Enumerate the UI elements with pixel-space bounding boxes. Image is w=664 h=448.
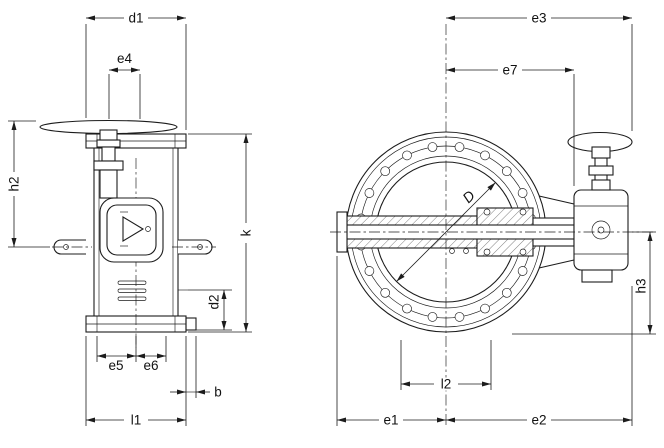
dim-label-e5: e5 [108,358,123,373]
dim-l1: l1 [85,336,187,428]
dim-e5: e5 [96,336,137,373]
stem-assembly [93,139,124,199]
dim-e7: e7 [446,63,575,186]
dim-d1: d1 [85,11,187,130]
dim-label-d1: d1 [128,11,143,26]
dim-label-h3: h3 [634,278,649,293]
handwheel-side [39,119,178,141]
gearbox-position-indicator [99,197,164,263]
dim-d2: d2 [188,289,232,331]
dim-l2: l2 [400,340,492,392]
valve-body [85,133,197,333]
dims-left: d1 e4 h2 k [7,11,254,428]
dim-label-D: D [460,188,479,207]
handwheel-front [567,131,633,191]
dim-label-e1: e1 [383,413,398,428]
dim-label-e6: e6 [143,358,158,373]
dim-label-b: b [214,385,222,400]
mounting-bracket [538,195,575,269]
dim-label-l2: l2 [441,377,452,392]
dim-e3: e3 [446,11,633,131]
dim-e4: e4 [108,51,141,119]
dim-label-e3: e3 [531,11,546,26]
dim-label-e7: e7 [502,63,517,78]
right-view [330,24,656,426]
dim-label-d2: d2 [207,294,222,309]
dim-label-e4: e4 [117,51,133,66]
dim-label-h2: h2 [7,176,22,191]
dim-h2: h2 [7,120,50,248]
gear-actuator [573,189,629,283]
dim-label-k: k [239,229,254,236]
dim-e6: e6 [136,336,167,373]
dim-b: b [170,336,222,400]
body-slots [117,280,147,301]
left-view [39,119,216,348]
dim-e1: e1 [336,256,446,428]
disc-indicator-triangle [122,216,145,242]
shaft-lugs [52,239,216,255]
dim-k: k [188,133,254,333]
dim-label-l1: l1 [131,413,142,428]
dim-label-e2: e2 [531,413,546,428]
dim-e2: e2 [446,286,633,428]
